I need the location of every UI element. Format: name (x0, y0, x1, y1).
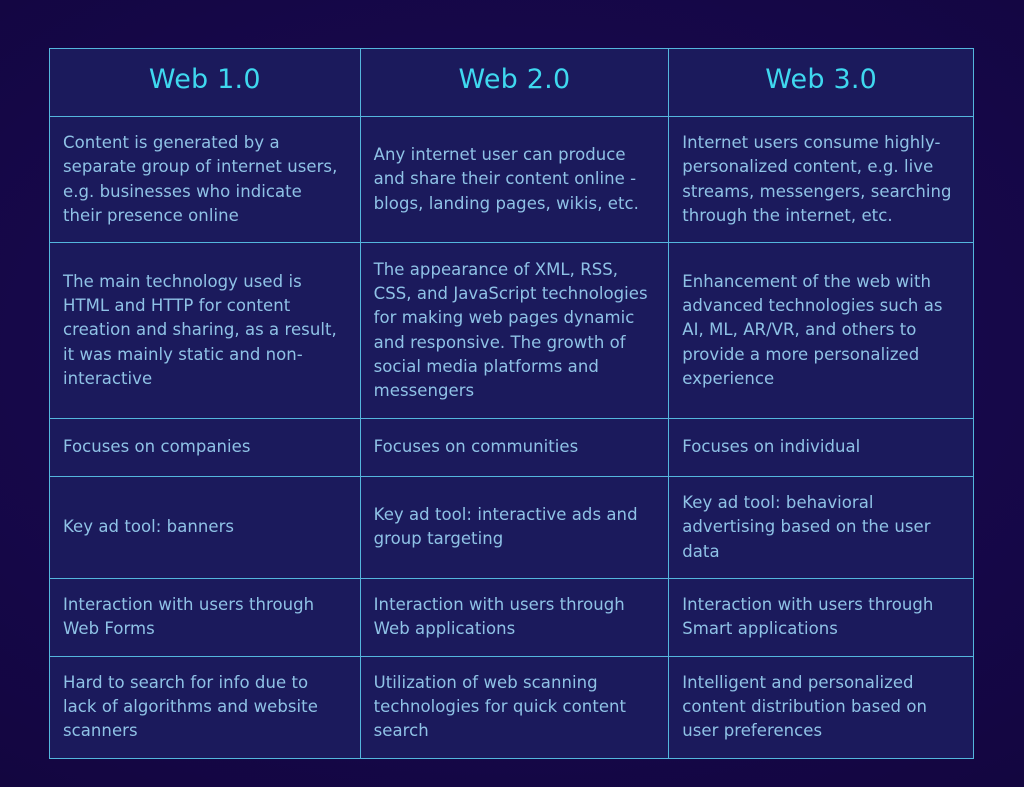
column-header-web1-label: Web 1.0 (148, 63, 261, 95)
column-header-web1: Web 1.0 (49, 48, 361, 117)
cell-text: Utilization of web scanning technologies… (373, 672, 627, 741)
cell-text: Key ad tool: interactive ads and group t… (373, 505, 638, 549)
cell-web3-content-origin: Internet users consume highly-personaliz… (668, 116, 974, 243)
cell-text: Interaction with users through Web appli… (373, 595, 625, 639)
cell-text: The appearance of XML, RSS, CSS, and Jav… (373, 259, 648, 400)
cell-web1-focus: Focuses on companies (49, 418, 361, 477)
table-header-row: Web 1.0 Web 2.0 Web 3.0 (49, 48, 974, 117)
cell-text: Enhancement of the web with advanced tec… (682, 271, 943, 388)
table-body: Content is generated by a separate group… (49, 116, 974, 759)
cell-text: Focuses on individual (682, 437, 861, 457)
cell-web2-content-origin: Any internet user can produce and share … (359, 116, 670, 243)
cell-text: Hard to search for info due to lack of a… (63, 672, 318, 741)
cell-web3-interaction: Interaction with users through Smart app… (668, 577, 974, 657)
cell-web1-search: Hard to search for info due to lack of a… (49, 655, 361, 759)
cell-web1-content-origin: Content is generated by a separate group… (49, 116, 361, 243)
comparison-table-container: Web 1.0 Web 2.0 Web 3.0 Content is gener… (49, 48, 974, 759)
cell-text: Focuses on communities (373, 437, 579, 457)
cell-web2-technology: The appearance of XML, RSS, CSS, and Jav… (359, 242, 670, 419)
cell-text: Interaction with users through Smart app… (682, 595, 934, 639)
cell-text: Interaction with users through Web Forms (63, 595, 315, 639)
cell-text: Internet users consume highly-personaliz… (682, 133, 952, 225)
cell-web1-ad-tool: Key ad tool: banners (49, 476, 361, 579)
cell-text: Key ad tool: behavioral advertising base… (682, 493, 931, 561)
cell-web3-search: Intelligent and personalized content dis… (668, 655, 974, 759)
cell-web3-focus: Focuses on individual (668, 418, 974, 477)
web-evolution-comparison-table: Web 1.0 Web 2.0 Web 3.0 Content is gener… (49, 48, 974, 759)
cell-web3-technology: Enhancement of the web with advanced tec… (668, 242, 974, 419)
cell-web1-interaction: Interaction with users through Web Forms (49, 577, 361, 657)
table-row: Focuses on companies Focuses on communit… (49, 418, 974, 477)
cell-text: Content is generated by a separate group… (63, 133, 338, 225)
cell-text: Any internet user can produce and share … (373, 145, 639, 213)
cell-web3-ad-tool: Key ad tool: behavioral advertising base… (668, 476, 974, 579)
cell-web2-interaction: Interaction with users through Web appli… (359, 577, 670, 657)
cell-web1-technology: The main technology used is HTML and HTT… (49, 242, 361, 419)
table-row: Hard to search for info due to lack of a… (49, 655, 974, 759)
table-row: Content is generated by a separate group… (49, 116, 974, 243)
cell-text: The main technology used is HTML and HTT… (63, 271, 337, 388)
column-header-web3: Web 3.0 (668, 48, 974, 117)
cell-web2-focus: Focuses on communities (359, 418, 670, 477)
column-header-web3-label: Web 3.0 (765, 63, 878, 95)
cell-web2-ad-tool: Key ad tool: interactive ads and group t… (359, 476, 670, 579)
cell-text: Focuses on companies (63, 437, 251, 457)
table-row: Interaction with users through Web Forms… (49, 577, 974, 657)
table-header: Web 1.0 Web 2.0 Web 3.0 (49, 48, 974, 117)
cell-text: Intelligent and personalized content dis… (682, 672, 927, 741)
column-header-web2: Web 2.0 (359, 48, 670, 117)
table-row: Key ad tool: banners Key ad tool: intera… (49, 476, 974, 579)
column-header-web2-label: Web 2.0 (458, 63, 571, 95)
cell-text: Key ad tool: banners (63, 517, 235, 537)
table-row: The main technology used is HTML and HTT… (49, 242, 974, 419)
cell-web2-search: Utilization of web scanning technologies… (359, 655, 670, 759)
